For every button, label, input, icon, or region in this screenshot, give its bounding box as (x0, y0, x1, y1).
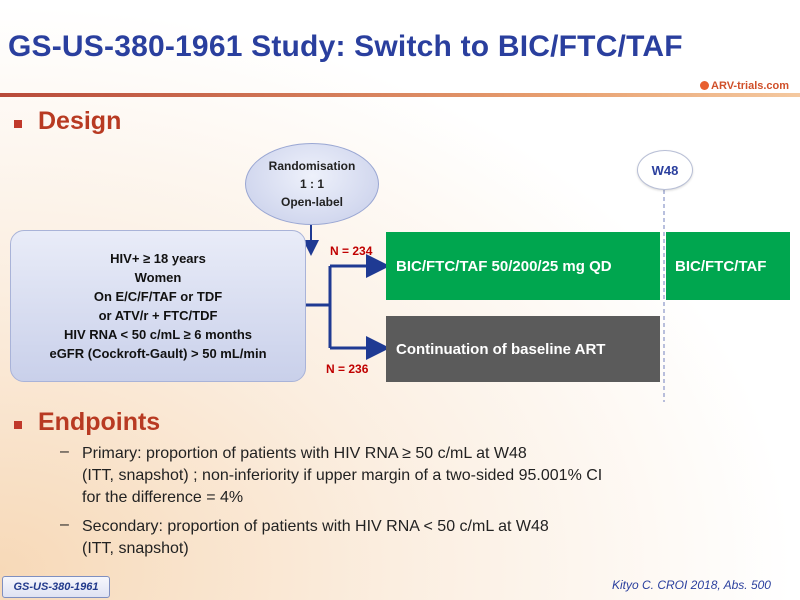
bullet-icon (14, 421, 22, 429)
arm1-label: BIC/FTC/TAF 50/200/25 mg QD (396, 257, 612, 275)
eligibility-line: Women (134, 270, 182, 285)
randomisation-node: Randomisation 1 : 1 Open-label (245, 143, 379, 225)
dash-secondary: – (60, 516, 69, 533)
arm1-extension-box: BIC/FTC/TAF (666, 232, 790, 300)
rand-line-3: Open-label (280, 195, 343, 209)
primary-line: for the difference = 4% (82, 489, 244, 506)
arm1-box: BIC/FTC/TAF 50/200/25 mg QD (386, 232, 660, 300)
eligibility-box: HIV+ ≥ 18 years Women On E/C/F/TAF or TD… (10, 230, 306, 382)
w48-marker: W48 (637, 150, 693, 190)
primary-line: (ITT, snapshot) ; non-inferiority if upp… (82, 467, 603, 484)
primary-endpoint: Primary: proportion of patients with HIV… (82, 443, 602, 509)
title-rule (0, 93, 800, 97)
arm2-label: Continuation of baseline ART (396, 340, 606, 358)
primary-line: Primary: proportion of patients with HIV… (82, 445, 527, 462)
design-heading: Design (38, 107, 122, 135)
citation: Kityo C. CROI 2018, Abs. 500 (612, 578, 771, 592)
endpoints-heading: Endpoints (38, 408, 161, 436)
rand-line-2: 1 : 1 (299, 177, 324, 191)
arm1-n: N = 234 (330, 244, 373, 258)
secondary-line: Secondary: proportion of patients with H… (82, 518, 549, 535)
eligibility-line: HIV+ ≥ 18 years (110, 251, 206, 266)
dash-primary: – (60, 443, 69, 460)
logo-text: ARV-trials.com (711, 80, 790, 92)
eligibility-line: eGFR (Cockroft-Gault) > 50 mL/min (49, 346, 267, 361)
eligibility-line: On E/C/F/TAF or TDF (93, 289, 223, 304)
eligibility-line: or ATV/r + FTC/TDF (98, 308, 218, 323)
arm2-box: Continuation of baseline ART (386, 316, 660, 382)
page-title: GS-US-380-1961 Study: Switch to BIC/FTC/… (8, 30, 683, 63)
arm1-ext-label: BIC/FTC/TAF (675, 257, 767, 275)
secondary-line: (ITT, snapshot) (82, 540, 189, 557)
bullet-icon (14, 120, 22, 128)
arv-trials-logo: ARV-trials.com (700, 80, 789, 92)
arm2-n: N = 236 (326, 362, 369, 376)
secondary-endpoint: Secondary: proportion of patients with H… (82, 516, 549, 560)
study-tag: GS-US-380-1961 (2, 576, 110, 598)
rand-line-1: Randomisation (268, 159, 356, 173)
logo-icon (700, 81, 709, 90)
eligibility-line: HIV RNA < 50 c/mL ≥ 6 months (63, 327, 253, 342)
